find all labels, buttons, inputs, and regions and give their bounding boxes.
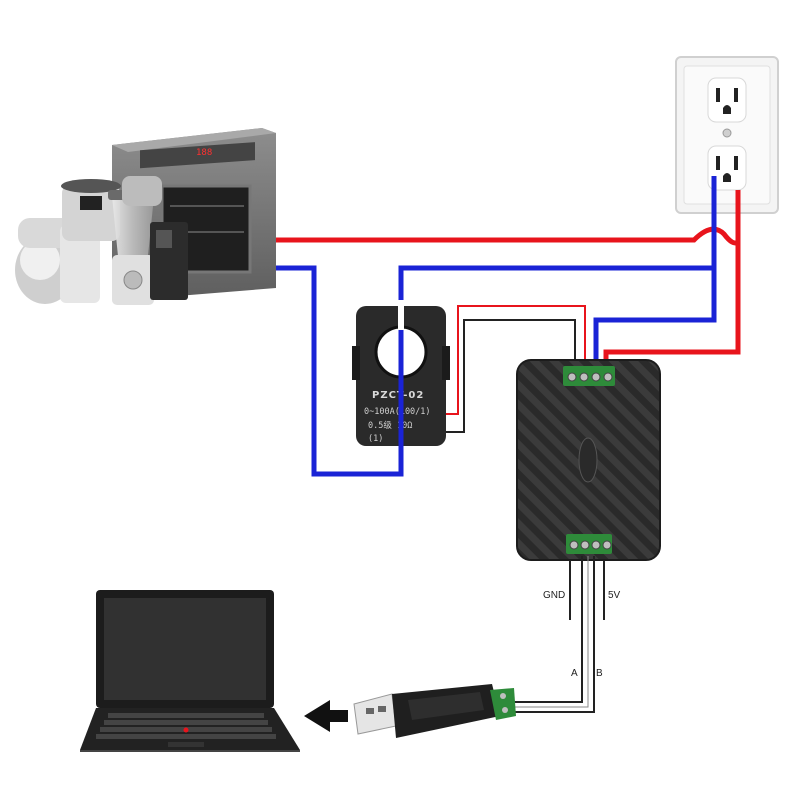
laptop-icon	[80, 590, 300, 752]
ct-spec-line2: 0.5级 10Ω	[368, 420, 412, 431]
a-label: A	[571, 668, 578, 679]
wall-outlet-icon	[675, 56, 779, 214]
kitchen-appliances-icon: 188	[15, 128, 276, 305]
b-label: B	[596, 668, 603, 679]
oven-display: 188	[196, 148, 212, 158]
ct-spec-line3: (1)	[368, 434, 383, 444]
ct-signal-red-wire	[444, 305, 586, 415]
power-meter-module-icon	[516, 359, 661, 561]
arrow-left-icon	[304, 700, 348, 732]
live-wire	[276, 190, 741, 246]
usb-rs485-converter-icon	[353, 684, 516, 738]
ct-signal-black-wire	[444, 319, 576, 433]
ct-model-label: PZCT-02	[372, 390, 424, 401]
ct-spec-line1: 0~100A(100/1)	[364, 407, 431, 417]
rs485-wires	[506, 556, 605, 713]
neutral-wire-to-module	[593, 268, 717, 382]
gnd-label: GND	[543, 590, 565, 601]
five-v-label: 5V	[608, 590, 621, 601]
